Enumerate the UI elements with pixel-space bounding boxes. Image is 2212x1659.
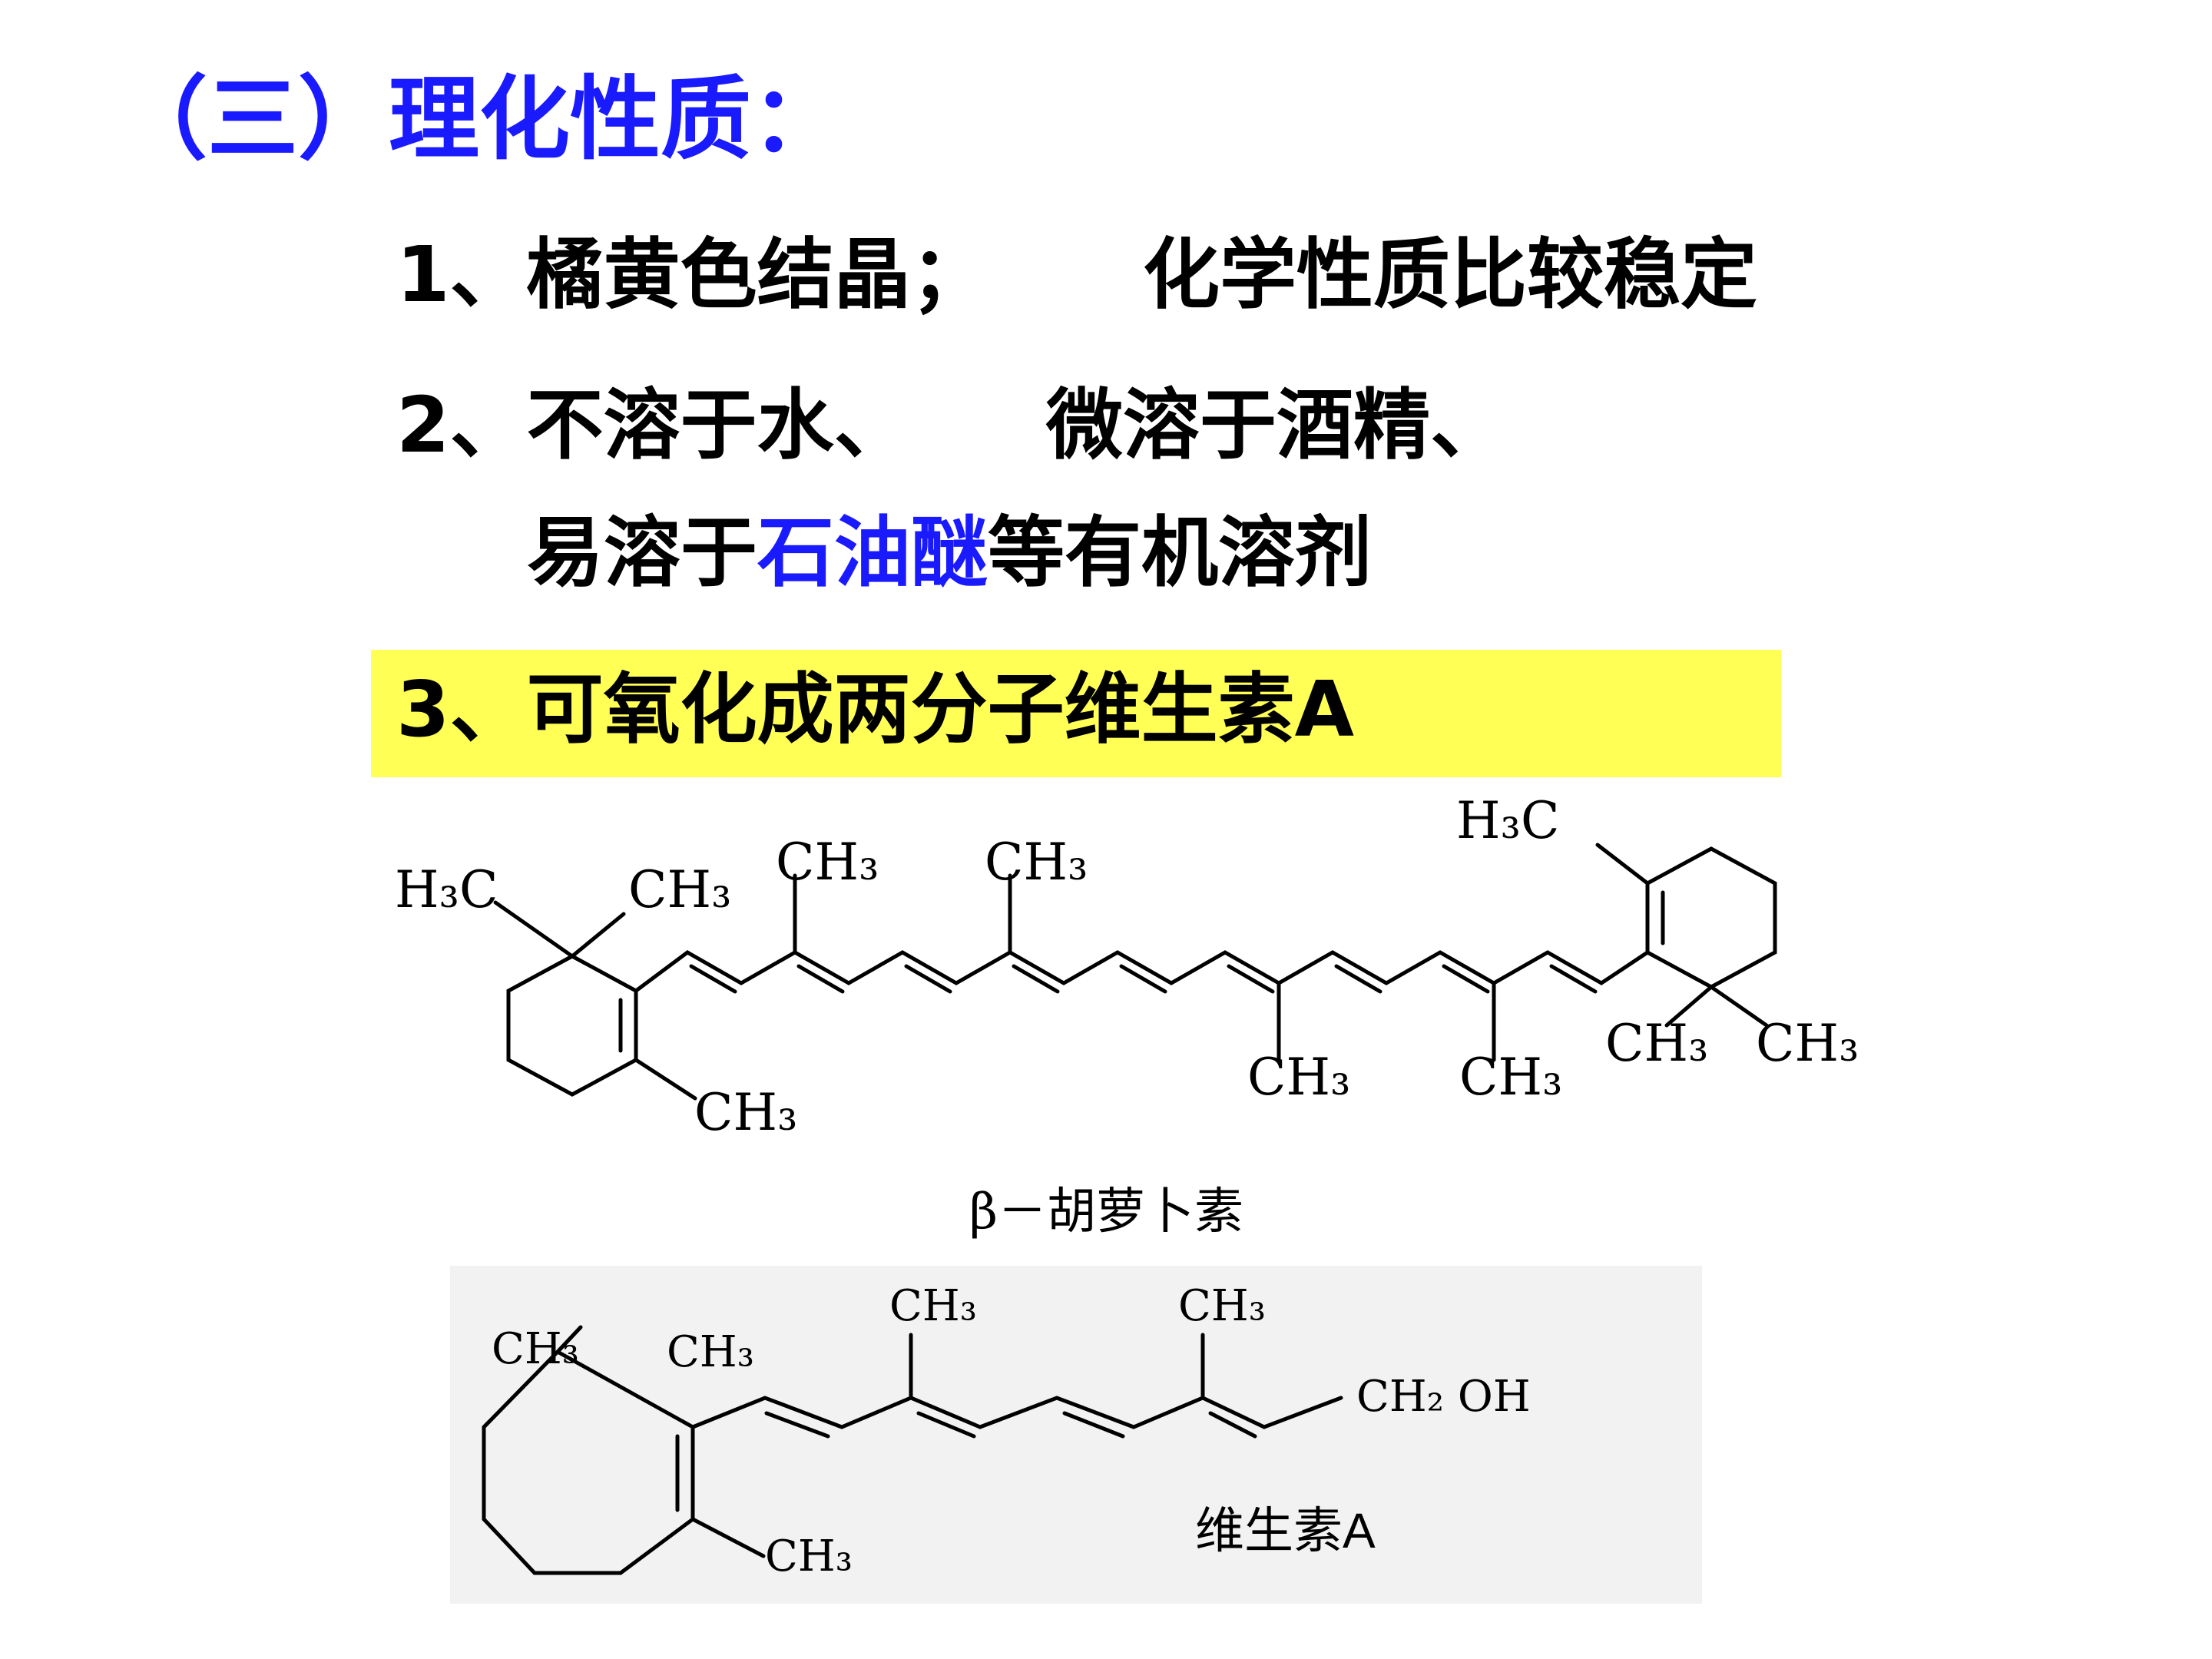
- petroleum-ether: 石油醚: [757, 508, 988, 598]
- highlight-bar: [371, 650, 1781, 777]
- property-1-appearance: 1、橘黄色结晶；: [396, 230, 988, 320]
- group-ch3-ring-right-2: CH₃: [1756, 1014, 1859, 1073]
- group-h3c-left: H₃C: [395, 860, 498, 919]
- property-2-organic-solvents: 易溶于石油醚等有机溶剂: [527, 508, 1372, 597]
- group-ch3-ring-left: CH₃: [628, 860, 732, 919]
- property-1-stability: 化学性质比较稳定: [1143, 230, 1757, 320]
- va-group-ch3-bottom: CH₃: [765, 1532, 853, 1581]
- group-ch3-bottom-1: CH₃: [1247, 1048, 1351, 1107]
- vitamin-a-panel: CH₃ CH₃ CH₃ CH₃ CH₂ OH CH₃: [450, 1266, 1702, 1604]
- va-group-ch3-ring-b: CH₃: [667, 1327, 755, 1377]
- left-ring: [506, 954, 638, 1097]
- solvent-suffix: 等有机溶剂: [988, 508, 1372, 598]
- polyene-chain: [634, 950, 1650, 993]
- group-ch3-bottom-left: CH₃: [694, 1083, 798, 1142]
- va-group-ch3-top-1: CH₃: [889, 1281, 978, 1331]
- va-group-ch2oh: CH₂ OH: [1356, 1372, 1531, 1422]
- property-3-oxidation: 3、可氧化成两分子维生素A: [396, 664, 1354, 754]
- va-group-ch3-ring-a: CH₃: [492, 1324, 580, 1374]
- group-ch3-bottom-2: CH₃: [1459, 1048, 1563, 1107]
- beta-carotene-structure: H₃C CH₃ CH₃ CH₃ CH₃ CH₃ CH₃ H₃C CH₃ CH₃: [395, 791, 1859, 1142]
- section-title: （三）理化性质：: [117, 66, 843, 172]
- group-ch3-top-1: CH₃: [776, 833, 879, 892]
- group-ch3-top-2: CH₃: [985, 833, 1088, 892]
- property-2-alcohol: 微溶于酒精、: [1046, 380, 1507, 470]
- vitamin-a-ring: [482, 1349, 695, 1575]
- right-ring: [1645, 846, 1777, 989]
- va-group-ch3-top-2: CH₃: [1178, 1281, 1267, 1331]
- group-h3c-right: H₃C: [1456, 791, 1560, 850]
- group-ch3-ring-right-1: CH₃: [1605, 1014, 1709, 1073]
- vitamin-a-caption: 维生素A: [1195, 1503, 1376, 1558]
- property-2-water: 2、不溶于水、: [396, 380, 911, 470]
- solvent-prefix: 易溶于: [527, 508, 757, 598]
- vitamin-a-chain: [690, 1396, 1343, 1429]
- beta-carotene-caption: β－胡萝卜素: [969, 1184, 1243, 1240]
